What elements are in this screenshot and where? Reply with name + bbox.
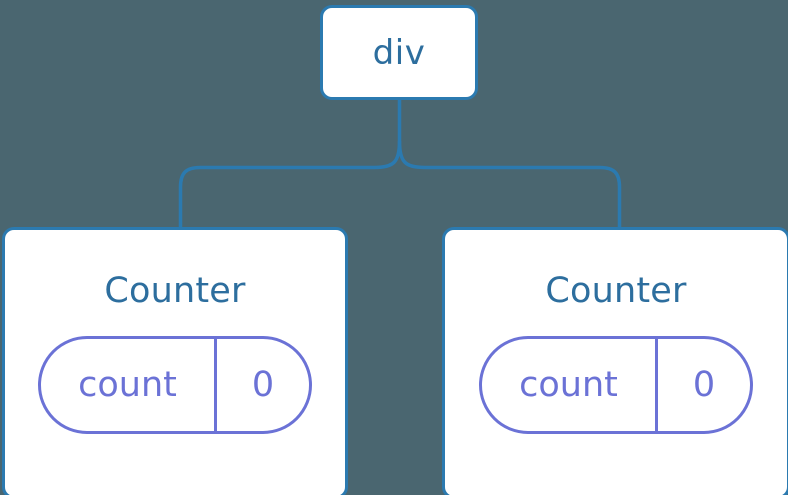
- state-value-label: 0: [692, 364, 716, 405]
- state-key-cell: count: [482, 339, 658, 431]
- state-key-label: count: [519, 364, 618, 405]
- node-counter-left[interactable]: Counter count 0: [2, 227, 348, 495]
- state-key-cell: count: [41, 339, 217, 431]
- state-key-label: count: [78, 364, 177, 405]
- state-pill-counter-right[interactable]: count 0: [479, 336, 753, 434]
- node-div-label: div: [372, 32, 426, 73]
- node-counter-right-title: Counter: [545, 271, 687, 311]
- state-value-cell: 0: [217, 339, 309, 431]
- state-value-cell: 0: [658, 339, 750, 431]
- state-pill-counter-left[interactable]: count 0: [38, 336, 312, 434]
- state-value-label: 0: [251, 364, 275, 405]
- edge-root-to-counter-left: [178, 140, 402, 229]
- node-counter-left-title: Counter: [104, 271, 246, 311]
- node-counter-right[interactable]: Counter count 0: [442, 227, 788, 495]
- node-div[interactable]: div: [320, 5, 478, 100]
- edge-root-to-counter-right: [397, 140, 622, 229]
